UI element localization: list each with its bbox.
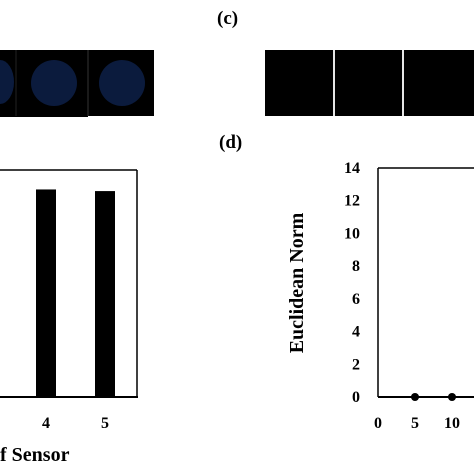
scatter-x-tick-label: 5 <box>411 415 419 432</box>
scatter-y-tick-label: 8 <box>352 258 360 275</box>
panel-label-d: (d) <box>219 132 243 153</box>
right-image-strip <box>265 50 474 116</box>
scatter-y-axis-title: Euclidean Norm <box>286 212 308 353</box>
bar-5 <box>95 191 115 397</box>
left-strip-divider-1 <box>15 50 17 116</box>
left-strip-divider-2 <box>87 50 89 116</box>
scatter-point <box>411 393 419 401</box>
left-strip-underline <box>0 116 88 117</box>
bar-4 <box>36 189 56 397</box>
right-strip-divider-2 <box>402 50 404 116</box>
scatter-y-tick-label: 2 <box>352 356 360 373</box>
scatter-point <box>448 393 456 401</box>
sensor-well-2 <box>31 60 77 106</box>
bar-tick-label-1: 5 <box>101 415 109 432</box>
scatter-y-tick-label: 14 <box>344 160 360 177</box>
bar-tick-label-0: 4 <box>42 415 50 432</box>
right-strip-divider-1 <box>333 50 335 116</box>
scatter-chart: 0 2 4 6 8 10 12 14 0 5 10 Euclidean Norm <box>286 160 474 432</box>
scatter-y-tick-label: 6 <box>352 291 360 308</box>
scatter-x-tick-label: 10 <box>444 415 460 432</box>
sensor-well-1 <box>0 60 14 104</box>
bar-chart-x-axis-title: f Sensor <box>0 444 70 466</box>
bar-chart: 4 5 f Sensor <box>0 169 138 466</box>
scatter-y-tick-label: 12 <box>344 193 360 210</box>
scatter-y-tick-label: 0 <box>352 389 360 406</box>
panel-label-c: (c) <box>217 8 239 29</box>
scatter-x-tick-label: 0 <box>374 415 382 432</box>
sensor-well-3 <box>99 60 145 106</box>
scatter-y-tick-label: 10 <box>344 225 360 242</box>
scatter-y-tick-label: 4 <box>352 324 360 341</box>
